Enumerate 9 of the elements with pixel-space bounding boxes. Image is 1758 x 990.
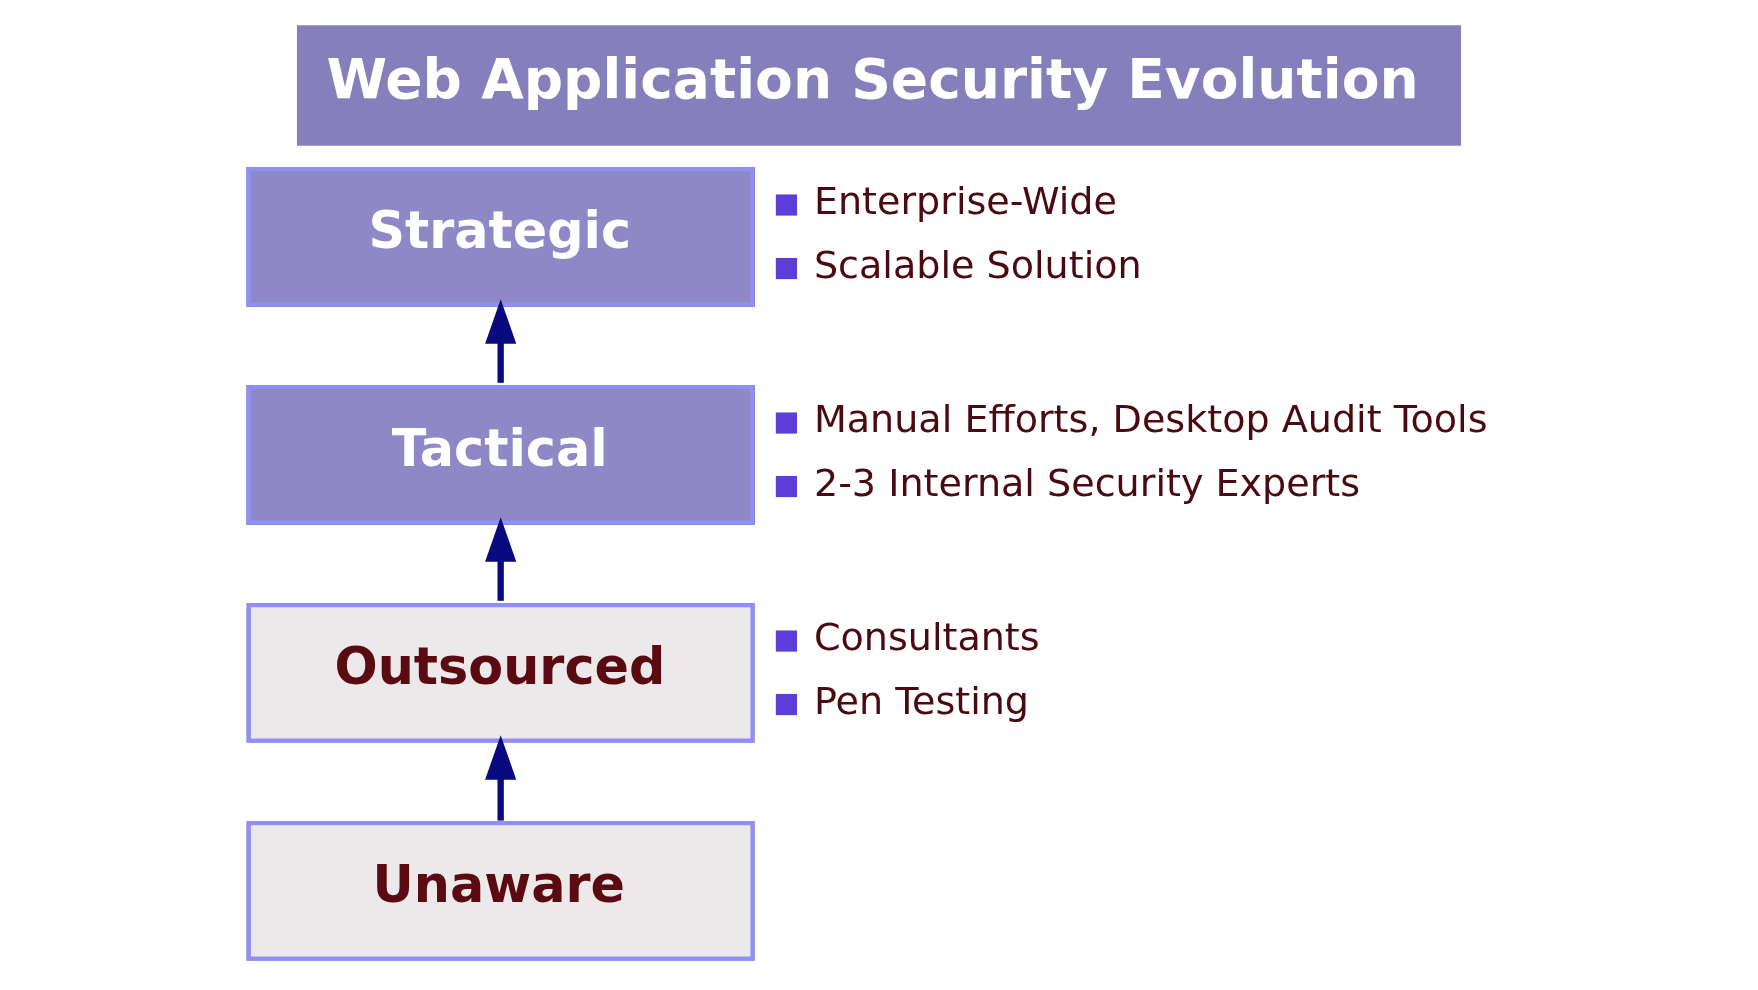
node-label: Consultants: [813, 615, 1040, 660]
arrow: [485, 299, 517, 383]
diagram-title: Web Application Security Evolution: [326, 46, 1419, 111]
node-label: Enterprise-Wide: [813, 179, 1117, 224]
node-label: 2-3 Internal Security Experts: [813, 460, 1361, 505]
arrow: [485, 735, 517, 821]
node-label: Pen Testing: [813, 678, 1030, 723]
node-label: Manual Efforts, Desktop Audit Tools: [813, 397, 1488, 442]
node-label: Scalable Solution: [813, 242, 1142, 287]
